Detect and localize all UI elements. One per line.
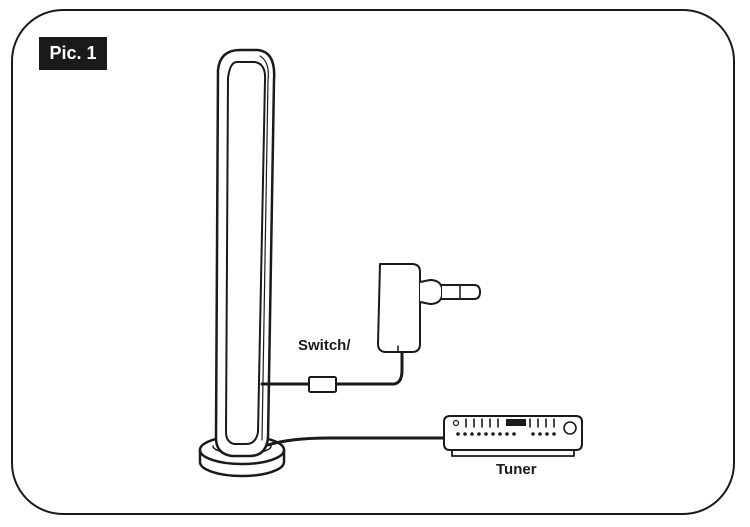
figure-frame — [11, 9, 735, 515]
switch-label: Switch/ — [298, 337, 351, 354]
power-adapter — [377, 263, 481, 353]
figure-badge: Pic. 1 — [39, 37, 107, 70]
antenna-cable — [266, 436, 447, 447]
inline-switch — [308, 376, 337, 393]
tuner-device — [443, 415, 583, 457]
tuner-label: Tuner — [496, 461, 537, 478]
tuner-indicator-dots — [456, 432, 556, 436]
antenna-panel — [214, 48, 276, 458]
